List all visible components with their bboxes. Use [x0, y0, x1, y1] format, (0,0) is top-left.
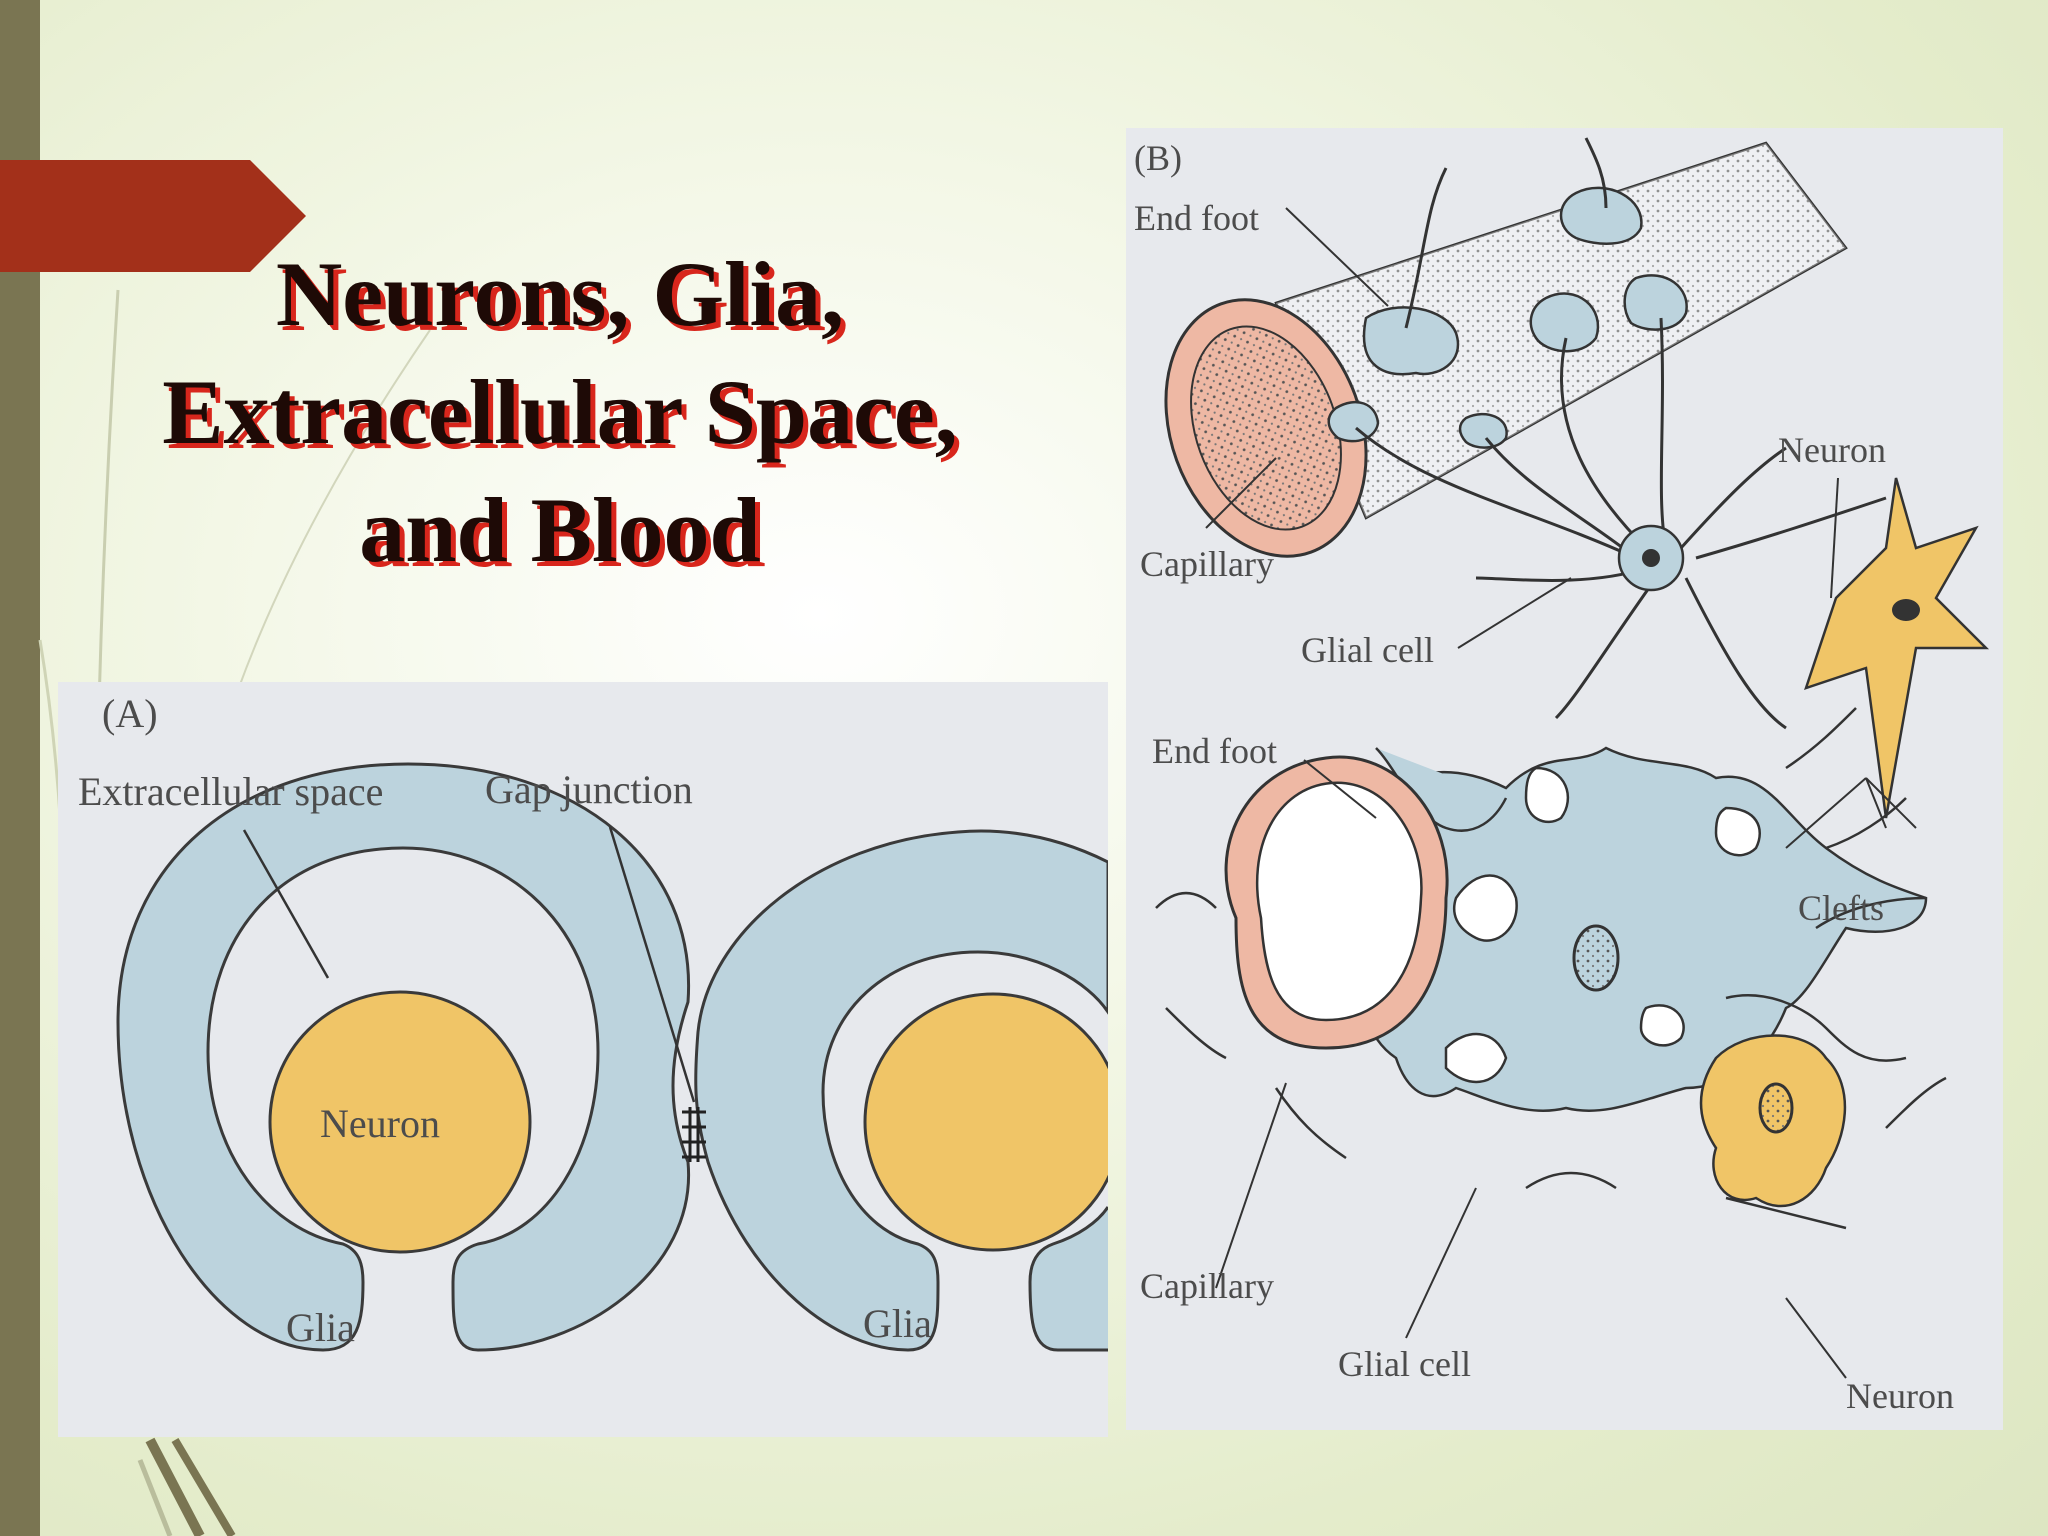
panel-b-diagram: (B) End foot Capillary Glial cell Neuron…: [1126, 128, 2003, 1430]
clefts-network: [1444, 766, 1761, 1084]
panel-b-figure: [1155, 137, 1990, 1379]
label-gap-junction: Gap junction: [485, 767, 693, 812]
neuron-right-shape: [863, 992, 1108, 1252]
slide-title: Neurons, Glia, Extracellular Space, and …: [60, 235, 1060, 589]
label-capillary-top: Capillary: [1140, 544, 1274, 584]
glia-right-shape: [694, 829, 1108, 1352]
title-line-3: and Blood: [359, 479, 761, 581]
neuron-left-shape: [268, 990, 532, 1254]
label-end-foot-bottom: End foot: [1152, 731, 1277, 771]
panel-a-tag: (A): [102, 691, 158, 736]
panel-b-tag: (B): [1134, 138, 1182, 178]
leader-extracellular: [242, 829, 330, 979]
leader-gap-junction: [608, 826, 696, 1103]
title-line-2: Extracellular Space,: [162, 361, 958, 463]
title-ribbon: [0, 160, 306, 272]
label-capillary-bottom: Capillary: [1140, 1266, 1274, 1306]
label-neuron-top: Neuron: [1778, 430, 1886, 470]
label-neuron: Neuron: [320, 1101, 440, 1146]
label-end-foot-top: End foot: [1134, 198, 1259, 238]
capillary-bottom-lumen: [1256, 781, 1423, 1022]
neuron-top-shape: [1804, 477, 1990, 819]
label-glial-cell-bottom: Glial cell: [1338, 1344, 1471, 1384]
title-line-1: Neurons, Glia,: [275, 243, 845, 345]
panel-a-diagram: (A) Extracellular space Gap junction Neu…: [58, 682, 1108, 1437]
label-glia-left: Glia: [286, 1305, 355, 1350]
label-neuron-bottom: Neuron: [1846, 1376, 1954, 1416]
capillary-lumen: [1190, 325, 1342, 531]
end-feet-top: [1327, 186, 1688, 449]
label-clefts: Clefts: [1798, 888, 1884, 928]
cleft-lines: [1155, 707, 1947, 1230]
panel-a-figure: [116, 762, 1108, 1352]
label-glial-cell-top: Glial cell: [1301, 630, 1434, 670]
glial-nucleus-bottom: [1572, 924, 1620, 992]
glia-left-shape: [116, 762, 691, 1352]
label-extracellular-space: Extracellular space: [78, 769, 384, 814]
gap-junction-mark: [682, 1107, 706, 1162]
label-glia-right: Glia: [863, 1301, 932, 1346]
